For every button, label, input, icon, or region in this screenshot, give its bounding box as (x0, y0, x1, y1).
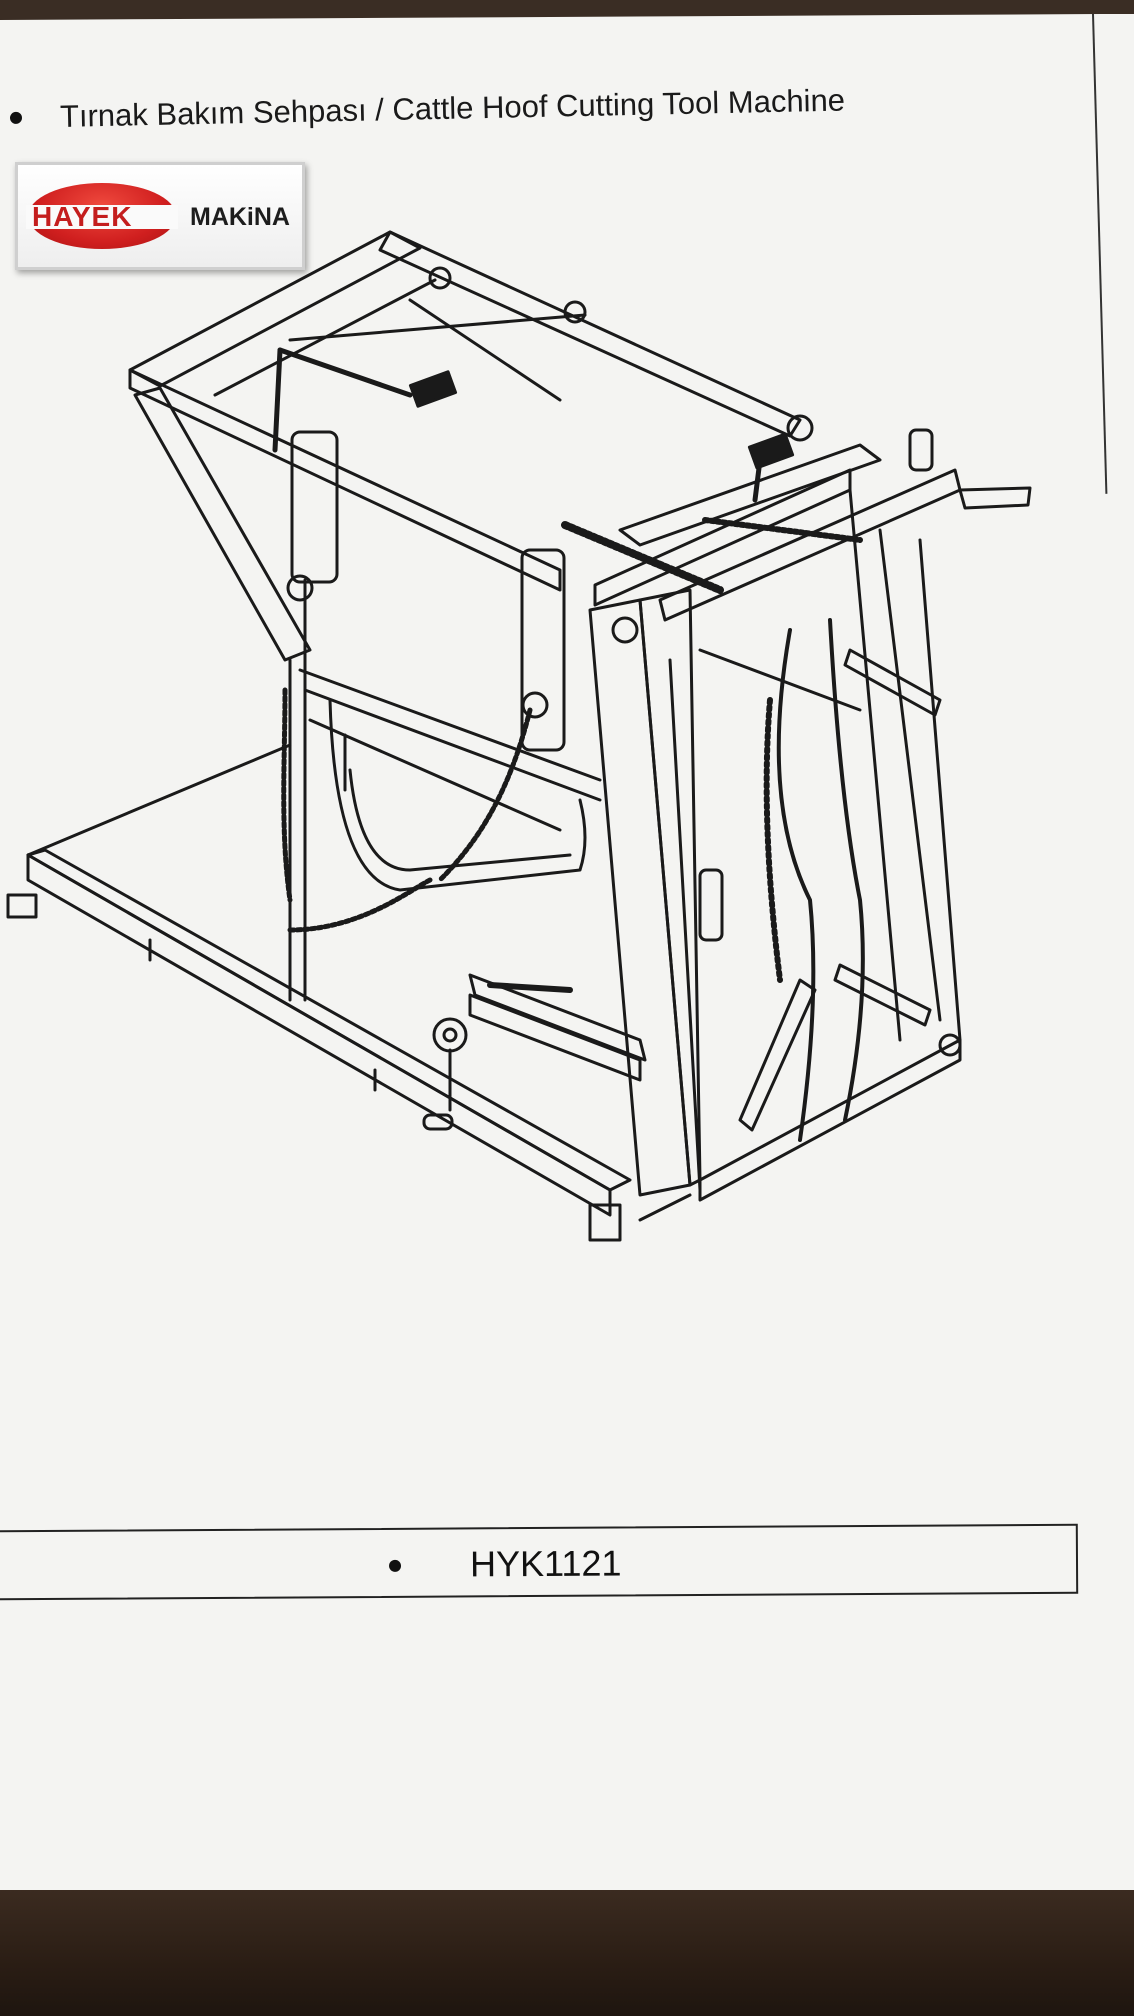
logo-brand-text: HAYEK (32, 201, 133, 232)
machine-drawing (6, 230, 1032, 1242)
crank-assembly (422, 973, 647, 1131)
title-bullet-icon (9, 111, 23, 124)
base-frame (6, 743, 632, 1242)
ropes-and-springs (272, 347, 863, 594)
hayek-makina-logo: HAYEK MAKiNA (15, 162, 305, 270)
logo-white-band (26, 205, 178, 229)
model-code-box: HYK1121 (0, 1523, 1079, 1601)
paper-sheet (0, 14, 1134, 1894)
left-support (133, 386, 339, 1002)
upper-mechanism (618, 428, 1032, 712)
model-code: HYK1121 (469, 1542, 622, 1585)
top-frame (128, 230, 814, 592)
model-bullet-icon (388, 1559, 402, 1572)
logo-suffix-text: MAKiNA (190, 203, 290, 231)
crush-body (588, 468, 962, 1222)
table-surface-bottom (0, 1890, 1134, 2016)
gate-assembly (286, 548, 602, 892)
